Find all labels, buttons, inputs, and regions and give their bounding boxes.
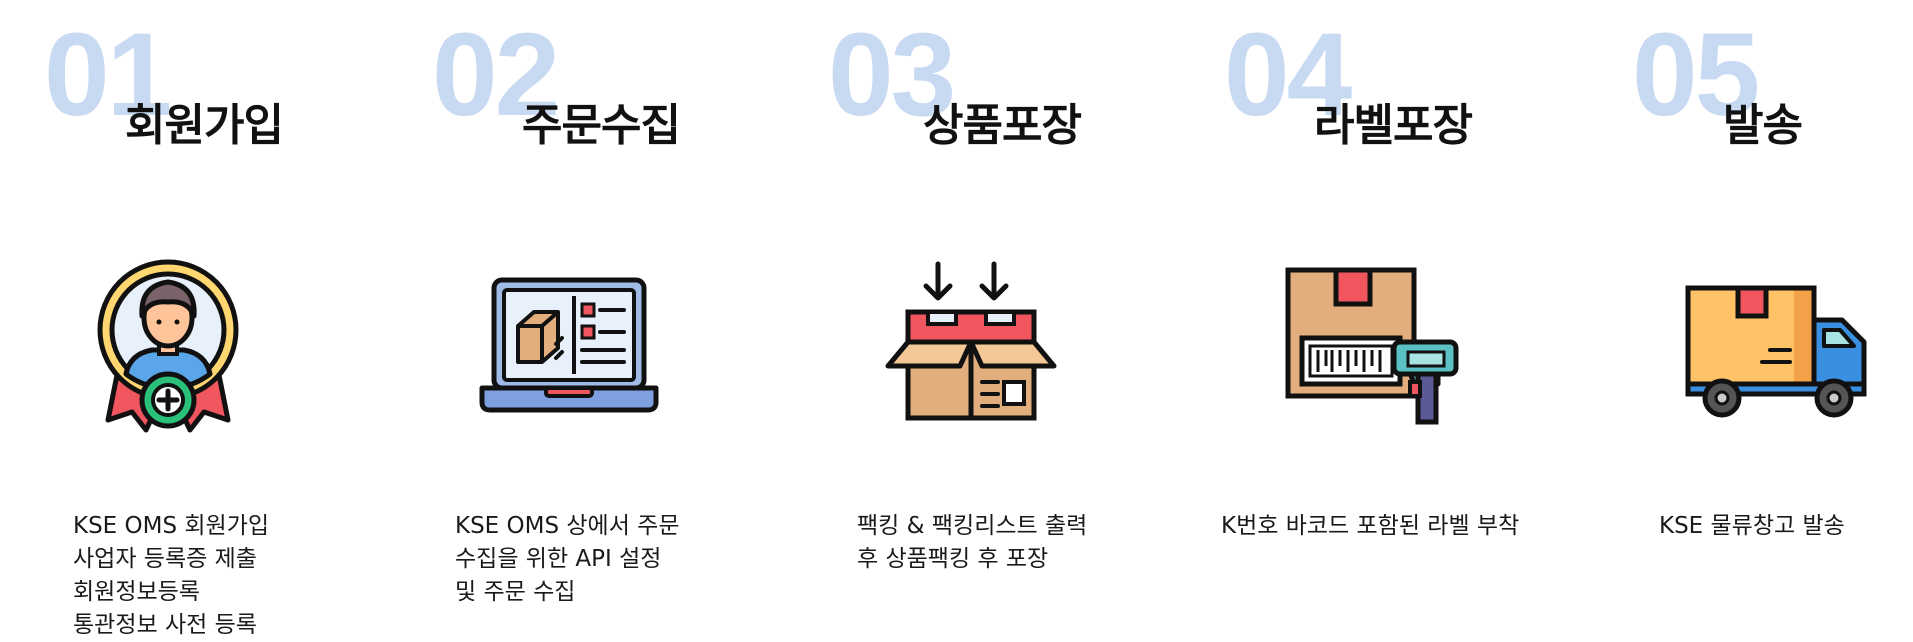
desc-line: K번호 바코드 포함된 라벨 부착 (1221, 513, 1520, 539)
desc-line: 통관정보 사전 등록 (73, 612, 257, 638)
step-3: 03 상품포장 (780, 0, 1180, 638)
desc-line: KSE OMS 회원가입 (73, 513, 270, 539)
delivery-truck-icon (1678, 242, 1878, 442)
barcode-scanner-box-icon (1268, 242, 1468, 442)
step-5: 05 발송 KS (1580, 0, 1913, 638)
step-description: KSE 물류창고 발송 (1659, 510, 1845, 543)
step-4: 04 라벨포장 (1180, 0, 1580, 638)
step-1: 01 회원가입 (0, 0, 380, 638)
open-box-icon (872, 242, 1072, 442)
desc-line: 및 주문 수집 (455, 579, 576, 605)
step-description: KSE OMS 회원가입 사업자 등록증 제출 회원정보등록 통관정보 사전 등… (73, 510, 269, 642)
desc-line: 수집을 위한 API 설정 (455, 546, 662, 572)
step-title: 회원가입 (125, 100, 284, 151)
step-description: 팩킹 & 팩킹리스트 출력 후 상품팩킹 후 포장 (857, 510, 1087, 576)
step-title: 라벨포장 (1314, 100, 1473, 151)
step-2: 02 주문수집 (380, 0, 780, 638)
desc-line: KSE OMS 상에서 주문 (455, 513, 680, 539)
step-description: K번호 바코드 포함된 라벨 부착 (1221, 510, 1519, 543)
step-number: 02 (432, 9, 560, 141)
step-title: 상품포장 (923, 100, 1082, 151)
step-description: KSE OMS 상에서 주문 수집을 위한 API 설정 및 주문 수집 (455, 510, 680, 609)
step-number: 01 (44, 9, 172, 141)
laptop-order-icon (464, 242, 664, 442)
step-number: 03 (828, 9, 956, 141)
desc-line: KSE 물류창고 발송 (1659, 513, 1845, 539)
desc-line: 회원정보등록 (73, 579, 200, 605)
step-number: 04 (1224, 9, 1352, 141)
step-title: 발송 (1723, 100, 1803, 151)
step-title: 주문수집 (522, 100, 681, 151)
desc-line: 후 상품팩킹 후 포장 (857, 546, 1049, 572)
desc-line: 사업자 등록증 제출 (73, 546, 257, 572)
step-number: 05 (1632, 9, 1760, 141)
member-badge-icon (68, 242, 268, 442)
desc-line: 팩킹 & 팩킹리스트 출력 (857, 513, 1088, 539)
